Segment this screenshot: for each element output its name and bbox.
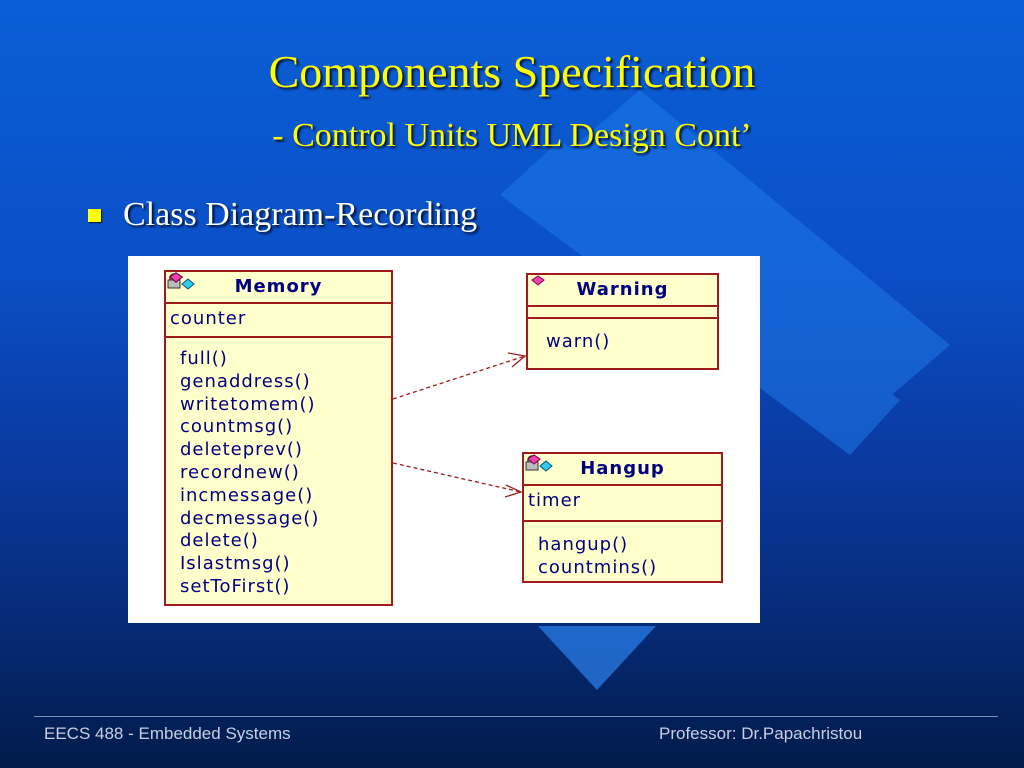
slide-title: Components Specification xyxy=(268,46,756,97)
dependency-arrow-memory-to-warning xyxy=(392,355,526,400)
operation-deleteprev: deleteprev() xyxy=(169,272,391,462)
dependency-arrow-head-hangup xyxy=(504,484,523,498)
operation-full: full() xyxy=(169,272,391,371)
operation-label: genaddress() xyxy=(180,370,311,392)
operation-label: delete() xyxy=(180,530,259,552)
operation-label: warn() xyxy=(546,331,611,352)
uml-class-diagram: Memory counter full() genaddress() write… xyxy=(128,256,760,623)
operation-label: countmins() xyxy=(538,556,658,578)
operation-countmsg: countmsg() xyxy=(169,272,391,439)
operation-label: writetomem() xyxy=(180,393,316,415)
memory-attributes: counter xyxy=(166,273,391,338)
operation-label: full() xyxy=(180,348,228,369)
operation-incmessage: incmessage() xyxy=(169,272,391,508)
footer-right: Professor: Dr.Papachristou xyxy=(659,724,863,743)
class-warning: Warning warn() xyxy=(526,273,719,370)
bullet-text: Class Diagram-Recording xyxy=(123,196,478,233)
operation-icon xyxy=(527,454,541,465)
footer-divider xyxy=(34,716,998,717)
hangup-operations: hangup() countmins() xyxy=(524,454,721,580)
operation-delete: delete() xyxy=(169,272,391,553)
bullet-square-icon xyxy=(88,208,101,222)
operation-icon xyxy=(169,272,183,283)
operation-label: deleteprev() xyxy=(180,439,303,461)
attribute-label: counter xyxy=(170,308,247,329)
class-name-hangup: Hangup xyxy=(524,454,721,486)
dependency-arrow-memory-to-hangup xyxy=(392,462,522,493)
dependency-arrow-head-warning xyxy=(507,352,527,368)
operation-label: hangup() xyxy=(538,534,629,555)
class-hangup: Hangup timer hangup() countmins() xyxy=(522,452,723,583)
slide-subtitle: - Control Units UML Design Cont’ xyxy=(272,117,752,154)
operation-hangup: hangup() xyxy=(527,454,721,557)
bullet-item: Class Diagram-Recording xyxy=(88,192,477,238)
warning-operations: warn() xyxy=(528,275,717,354)
attribute-timer: timer xyxy=(525,455,721,513)
operation-settofirst: setToFirst() xyxy=(169,272,391,599)
operation-recordnew: recordnew() xyxy=(169,272,391,485)
operation-label: recordnew() xyxy=(180,461,300,483)
operation-label: countmsg() xyxy=(180,416,294,438)
operation-genaddress: genaddress() xyxy=(169,272,391,394)
operation-islastmsg: Islastmsg() xyxy=(169,272,391,576)
hangup-attributes: timer xyxy=(524,455,721,522)
operation-decmessage: decmessage() xyxy=(169,272,391,531)
class-name-warning: Warning xyxy=(528,275,717,307)
operation-icon xyxy=(531,275,545,286)
attribute-label: timer xyxy=(528,490,582,511)
footer-left: EECS 488 - Embedded Systems xyxy=(44,724,291,743)
warning-attributes xyxy=(528,307,717,319)
attribute-counter: counter xyxy=(167,273,391,331)
dependency-arrows xyxy=(392,352,527,498)
operation-label: setToFirst() xyxy=(180,575,291,597)
class-name-memory: Memory xyxy=(166,272,391,304)
operation-warn: warn() xyxy=(531,275,717,354)
operation-writetomem: writetomem() xyxy=(169,272,391,417)
class-memory: Memory counter full() genaddress() write… xyxy=(164,270,393,606)
operation-countmins: countmins() xyxy=(527,454,721,580)
operation-label: Islastmsg() xyxy=(180,553,291,575)
operation-label: incmessage() xyxy=(180,484,314,506)
memory-operations: full() genaddress() writetomem() countms… xyxy=(166,272,391,599)
operation-label: decmessage() xyxy=(180,507,320,529)
